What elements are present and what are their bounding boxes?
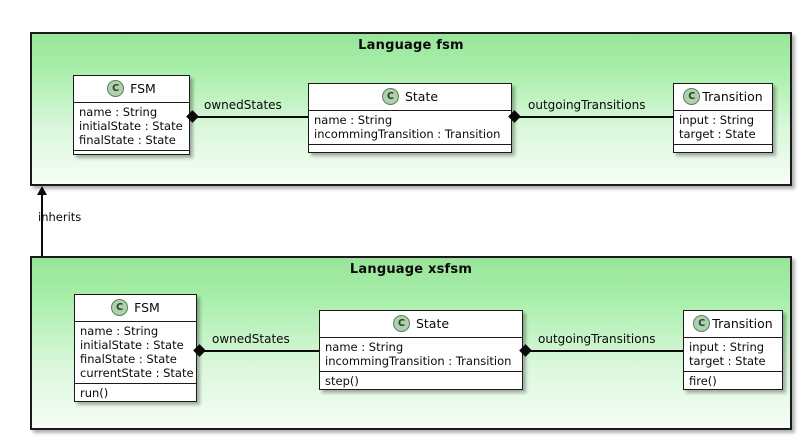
association-label-ownedstates: ownedStates [204, 98, 282, 112]
class-attribute: initialState : State [79, 119, 183, 133]
class-attribute: input : String [689, 340, 765, 354]
class-attribute: incommingTransition : Transition [325, 354, 512, 368]
class-attribute: name : String [314, 113, 393, 127]
class-name: State [415, 316, 450, 331]
class-name: State [404, 89, 439, 104]
class-name: FSM [134, 300, 160, 315]
class-stereotype-icon: C [683, 88, 701, 105]
inherits-label: inherits [38, 210, 82, 224]
package-title: Language fsm [358, 38, 464, 53]
association-label-outgoingtransitions: outgoingTransitions [538, 332, 656, 346]
class-header: C State [309, 84, 511, 111]
class-attribute: currentState : State [80, 366, 194, 380]
class-box-transition[interactable]: C Transition input : String target : Sta… [673, 83, 773, 153]
class-stereotype-icon: C [381, 88, 399, 105]
class-stereotype-icon: C [392, 315, 410, 332]
class-header: C Transition [674, 84, 772, 111]
class-box-state[interactable]: C State name : String incommingTransitio… [308, 83, 512, 153]
association-line-ownedstates [197, 350, 319, 352]
package-title: Language xsfsm [349, 262, 473, 277]
class-attribute: input : String [679, 113, 755, 127]
class-attributes: input : String target : State [684, 338, 782, 372]
association-line-ownedstates [190, 116, 308, 118]
class-operation: run() [80, 386, 109, 400]
class-operations [74, 151, 189, 160]
class-name: Transition [702, 89, 763, 104]
class-header: C State [320, 311, 522, 338]
class-operations [674, 145, 772, 154]
class-box-transition[interactable]: C Transition input : String target : Sta… [683, 310, 783, 390]
class-attributes: input : String target : State [674, 111, 772, 145]
association-line-outgoingtransitions [512, 116, 673, 118]
class-attribute: target : State [689, 354, 766, 368]
class-operations: step() [320, 372, 522, 391]
class-operations: fire() [684, 372, 782, 391]
class-attribute: target : State [679, 127, 756, 141]
class-attributes: name : String initialState : State final… [74, 103, 189, 151]
class-header: C Transition [684, 311, 782, 338]
class-operations [309, 145, 511, 154]
class-operation: fire() [689, 374, 717, 388]
class-header: C FSM [75, 295, 196, 322]
class-stereotype-icon: C [693, 315, 711, 332]
class-header: C FSM [74, 76, 189, 103]
class-name: Transition [712, 316, 773, 331]
class-attribute: name : String [325, 340, 404, 354]
class-attributes: name : String incommingTransition : Tran… [320, 338, 522, 372]
association-label-ownedstates: ownedStates [212, 332, 290, 346]
class-attributes: name : String incommingTransition : Tran… [309, 111, 511, 145]
class-name: FSM [130, 81, 156, 96]
class-box-fsm[interactable]: C FSM name : String initialState : State… [73, 75, 190, 155]
association-label-outgoingtransitions: outgoingTransitions [528, 98, 646, 112]
class-attribute: finalState : State [80, 352, 177, 366]
class-operation: step() [325, 374, 359, 388]
class-stereotype-icon: C [111, 299, 129, 316]
class-attributes: name : String initialState : State final… [75, 322, 196, 384]
inherits-arrowhead-icon [37, 186, 47, 195]
class-attribute: name : String [79, 105, 158, 119]
class-box-state[interactable]: C State name : String incommingTransitio… [319, 310, 523, 390]
class-attribute: incommingTransition : Transition [314, 127, 501, 141]
class-attribute: initialState : State [80, 338, 184, 352]
inherits-line [41, 195, 43, 256]
class-attribute: finalState : State [79, 133, 176, 147]
class-box-fsm[interactable]: C FSM name : String initialState : State… [74, 294, 197, 402]
class-operations: run() [75, 384, 196, 403]
class-attribute: name : String [80, 324, 159, 338]
association-line-outgoingtransitions [523, 350, 683, 352]
class-stereotype-icon: C [107, 80, 125, 97]
